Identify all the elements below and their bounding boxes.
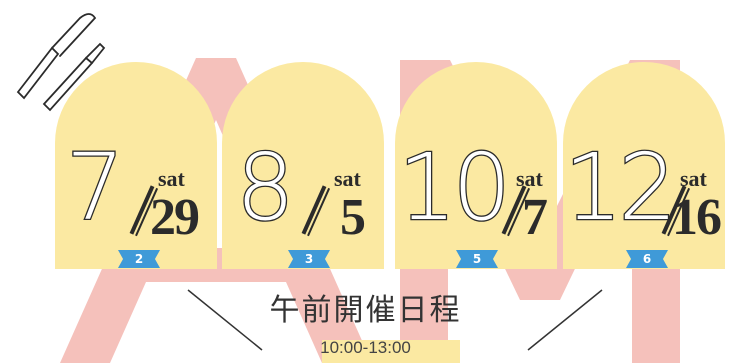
card-month: 7 <box>65 133 126 243</box>
session-badge: 6 <box>626 250 668 268</box>
card-day: 29 <box>150 189 200 246</box>
session-badge: 5 <box>456 250 498 268</box>
card-weekday: sat <box>334 166 361 191</box>
session-time: 10:00-13:00 <box>320 338 411 357</box>
card-month: 10 <box>397 133 513 243</box>
right-diagonal-line <box>527 289 603 351</box>
schedule-card-4 <box>563 62 725 269</box>
session-badge: 3 <box>288 250 330 268</box>
card-month: 8 <box>235 133 296 243</box>
card-weekday: sat <box>158 166 185 191</box>
left-diagonal-line <box>187 289 263 351</box>
palette-knife-icon <box>16 13 106 112</box>
card-day: 7 <box>522 189 548 246</box>
card-weekday: sat <box>516 166 543 191</box>
schedule-card-2 <box>222 62 384 269</box>
card-day: 5 <box>340 189 366 246</box>
card-weekday: sat <box>680 166 707 191</box>
card-month: 12 <box>563 133 679 243</box>
session-badge: 2 <box>118 250 160 268</box>
page-title: 午前開催日程 <box>269 293 462 328</box>
time-highlight <box>322 340 460 363</box>
card-day: 16 <box>672 189 722 246</box>
schedule-card-3 <box>395 62 557 269</box>
